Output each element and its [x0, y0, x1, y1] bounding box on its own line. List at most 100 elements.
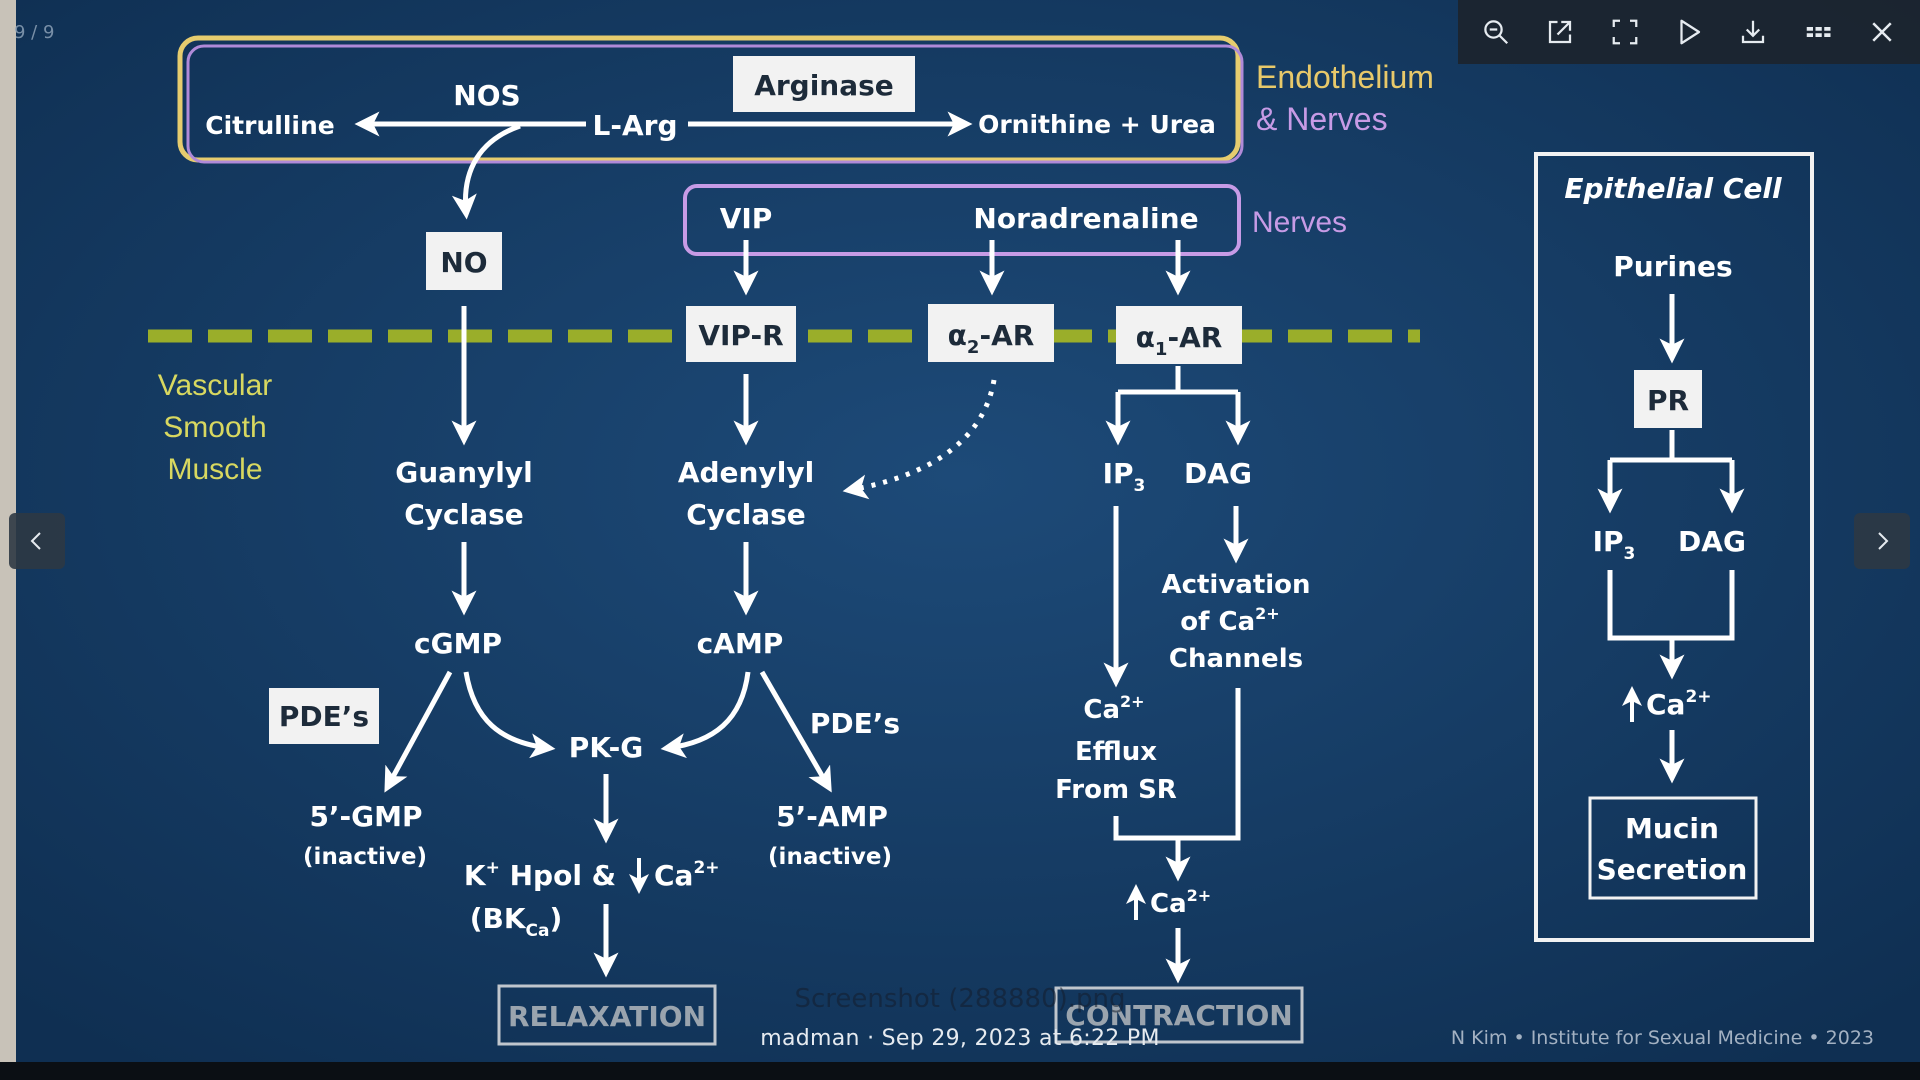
epithelial-box [1534, 152, 1814, 942]
epi-ip3-text: IP [1593, 525, 1624, 558]
open-new-window-button[interactable] [1536, 8, 1584, 56]
vsm-label-2: Smooth [163, 411, 266, 444]
down-ca-text: Ca [654, 859, 693, 892]
next-image-button[interactable] [1854, 513, 1910, 569]
download-icon [1742, 20, 1765, 44]
download-button[interactable] [1729, 8, 1777, 56]
ip3-label: IP3 [1103, 457, 1146, 496]
epi-ca-sup: 2+ [1685, 687, 1711, 707]
activation-sup: 2+ [1255, 604, 1280, 623]
external-link-icon [1549, 20, 1572, 44]
ca-efflux-text: Ca [1083, 695, 1120, 725]
gmp-inactive-label: (inactive) [303, 844, 427, 870]
relaxation-label: RELAXATION [508, 1000, 706, 1033]
a1-ar-sub: 1 [1155, 339, 1168, 360]
arrow-camp-to-5amp [759, 670, 832, 793]
khpol-rest: Hpol & [500, 859, 616, 892]
purines-label: Purines [1613, 250, 1732, 283]
thumbnails-button[interactable] [1794, 8, 1842, 56]
noradrenaline-label: Noradrenaline [973, 202, 1198, 235]
endothelium-box-outer [177, 35, 1241, 163]
guanylyl-label-1: Guanylyl [395, 456, 532, 489]
relaxation-box [497, 984, 717, 1046]
activation-label-1: Activation [1161, 570, 1310, 600]
cgmp-label: cGMP [414, 627, 502, 660]
ip3-sub: 3 [1134, 476, 1146, 496]
amp-5-label: 5’-AMP [776, 800, 888, 833]
epi-ca-label: Ca2+ [1646, 687, 1712, 721]
vip-label: VIP [720, 202, 773, 235]
activation-label-2: of Ca2+ [1180, 604, 1279, 637]
ca-efflux-label-3: From SR [1055, 775, 1177, 805]
up-ca-sup: 2+ [1187, 886, 1212, 905]
endothelium-label-2: & Nerves [1256, 101, 1388, 137]
epi-dag-label: DAG [1678, 525, 1746, 558]
dag-label: DAG [1184, 457, 1252, 490]
slideshow-button[interactable] [1665, 8, 1713, 56]
arginase-label: Arginase [754, 69, 894, 102]
epi-ip3-sub: 3 [1624, 544, 1636, 564]
pr-box [1634, 370, 1702, 428]
arrow-larg-to-no [451, 123, 521, 220]
bkca-close: ) [550, 902, 563, 935]
grid-icon [1806, 27, 1831, 37]
zoom-out-icon [1484, 20, 1509, 45]
a1-branch [1118, 366, 1238, 395]
contraction-label: CONTRACTION [1065, 999, 1292, 1032]
fullscreen-button[interactable] [1601, 8, 1649, 56]
a1-ar-alpha: α [1136, 321, 1155, 354]
a2-ar-sub: 2 [967, 337, 980, 358]
vsm-label-3: Muscle [167, 453, 262, 486]
previous-image-button[interactable] [9, 513, 65, 569]
ip3-text: IP [1103, 457, 1134, 490]
arrow-cgmp-to-pkg [463, 671, 556, 759]
down-ca-sup: 2+ [693, 858, 719, 878]
bkca-label: (BKCa) [470, 902, 563, 941]
endothelium-label: Endothelium [1256, 59, 1434, 95]
pr-label: PR [1647, 384, 1689, 417]
arrow-a2-inhibits-ac [842, 379, 997, 500]
khpol-k: K [464, 859, 487, 892]
slide-bottom-bar [0, 1062, 1920, 1080]
endothelium-box-inner [186, 44, 1244, 164]
nerves-label: Nerves [1252, 206, 1347, 239]
a1-ar-label: α1-AR [1136, 321, 1223, 360]
ornithine-urea-label: Ornithine + Urea [978, 110, 1216, 139]
epi-ca-text: Ca [1646, 688, 1685, 721]
no-label: NO [440, 246, 487, 279]
nerves-box [683, 184, 1241, 256]
pdes-left-box [269, 688, 379, 744]
fullscreen-icon [1612, 19, 1638, 45]
close-button[interactable] [1858, 8, 1906, 56]
ca-efflux-sup: 2+ [1120, 692, 1145, 711]
viewer-toolbar [1458, 0, 1920, 64]
citrulline-label: Citrulline [205, 111, 334, 140]
nos-label: NOS [453, 79, 520, 112]
a2-ar-box [928, 304, 1054, 362]
image-counter: 9 / 9 [14, 22, 55, 43]
up-ca-label: Ca2+ [1150, 886, 1211, 919]
zoom-out-button[interactable] [1472, 8, 1520, 56]
chevron-right-icon [1878, 532, 1889, 550]
bkca-open: (BK [470, 902, 527, 935]
play-icon [1680, 19, 1701, 45]
mucin-label-2: Secretion [1597, 853, 1748, 886]
a1-ar-box [1116, 306, 1242, 364]
arrow-cgmp-to-5gmp [384, 670, 453, 793]
mucin-label-1: Mucin [1625, 812, 1719, 845]
epi-ip3-label: IP3 [1593, 525, 1636, 564]
up-ca-text: Ca [1150, 889, 1187, 919]
epithelial-title: Epithelial Cell [1564, 172, 1782, 205]
guanylyl-label-2: Cyclase [404, 498, 524, 531]
a2-ar-alpha: α [948, 319, 967, 352]
activation-text: of Ca [1180, 607, 1255, 637]
l-arg-label: L-Arg [593, 109, 678, 142]
amp-inactive-label: (inactive) [768, 844, 892, 870]
no-box [426, 232, 502, 290]
mucin-box [1588, 796, 1758, 900]
arginase-box [733, 56, 915, 112]
pdes-left-label: PDE’s [279, 700, 369, 733]
